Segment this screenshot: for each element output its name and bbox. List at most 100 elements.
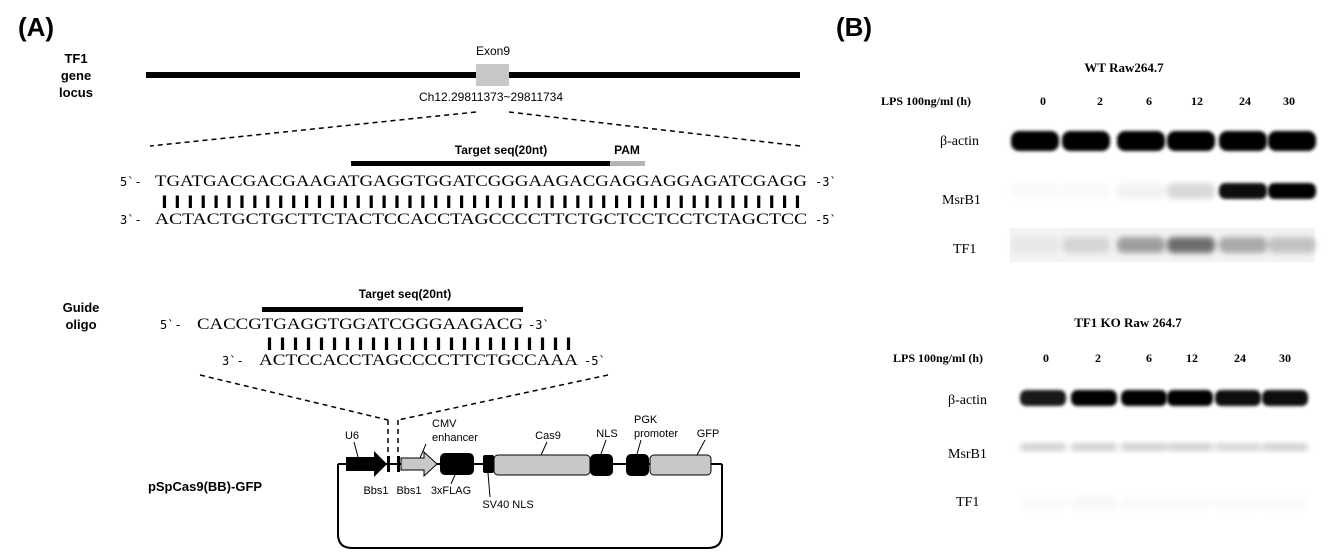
blot-band xyxy=(1167,131,1215,151)
insert-line-left xyxy=(199,374,389,421)
timepoint-label: 24 xyxy=(1234,351,1246,365)
insert-line-right xyxy=(397,374,609,421)
blot-wt: WT Raw264.7 LPS 100ng/ml (h) 0 2 6 12 24… xyxy=(881,60,1316,262)
zoom-line-right xyxy=(508,111,801,147)
blot-band xyxy=(1167,390,1213,406)
gene-locus: TF1 gene locus Exon9 Ch12.29811373~29811… xyxy=(59,44,801,147)
blot-band xyxy=(1011,131,1059,151)
timepoint-label: 12 xyxy=(1191,94,1203,108)
timepoint-label: 30 xyxy=(1283,94,1295,108)
top-strand-prefix: 5`- xyxy=(120,175,142,189)
cmv-label-2: enhancer xyxy=(432,432,478,444)
pam-bar xyxy=(610,161,645,166)
guide-target-label: Target seq(20nt) xyxy=(359,287,451,301)
blot-band xyxy=(1268,131,1316,151)
zoom-line-left xyxy=(149,111,477,147)
timepoint-label: 2 xyxy=(1095,351,1101,365)
row-label-tf1: TF1 xyxy=(956,495,979,510)
bottom-strand-seq: ACTACTGCTGCTTCTACTCCACCTAGCCCCTTCTGCTCCT… xyxy=(155,211,807,228)
blot-band xyxy=(1219,131,1267,151)
blot-band xyxy=(1167,443,1213,451)
plasmid-map: pSpCas9(BB)-GFP U6 Bbs1 Bbs1 CMV enhance… xyxy=(148,414,723,549)
sv40-label: SV40 NLS xyxy=(482,499,533,511)
blot-band xyxy=(1268,237,1316,253)
blot-band xyxy=(1117,131,1165,151)
dna-sequence: Target seq(20nt) PAM 5`- TGATGACGACGAAGA… xyxy=(120,143,837,228)
flag-leader xyxy=(450,474,456,485)
gfp-label: GFP xyxy=(697,428,720,440)
blot-band xyxy=(1167,497,1213,509)
cmv-label-1: CMV xyxy=(432,418,457,430)
locus-line xyxy=(146,72,800,78)
row-label-msrb1: MsrB1 xyxy=(948,447,987,462)
panel-b-label: (B) xyxy=(836,12,872,42)
locus-coords: Ch12.29811373~29811734 xyxy=(419,90,563,104)
cmv-enhancer-element xyxy=(400,450,438,478)
plasmid-backbone xyxy=(337,464,723,549)
gfp-element xyxy=(649,454,712,476)
blot-band xyxy=(1062,183,1110,199)
bbs1-label-b: Bbs1 xyxy=(396,485,421,497)
pam-label: PAM xyxy=(614,143,640,157)
sv40-leader xyxy=(487,472,491,498)
exon9-label: Exon9 xyxy=(476,44,510,58)
blot-band xyxy=(1117,183,1165,199)
blot-band xyxy=(1071,390,1117,406)
timepoint-label: 0 xyxy=(1043,351,1049,365)
blot-band xyxy=(1167,237,1215,253)
nls-leader xyxy=(600,439,607,455)
blot-band xyxy=(1020,390,1066,406)
lps-label: LPS 100ng/ml (h) xyxy=(893,351,983,365)
blot-band xyxy=(1062,237,1110,253)
guide-top-suffix: -3` xyxy=(528,318,550,332)
blot-band xyxy=(1262,443,1308,451)
blot-band xyxy=(1071,443,1117,451)
top-strand-seq: TGATGACGACGAAGATGAGGTGGATCGGGAAGACGAGGAG… xyxy=(155,173,808,190)
blot-title: WT Raw264.7 xyxy=(1084,60,1164,75)
guide-bottom-prefix: 3`- xyxy=(222,354,244,368)
pgk-label-2: promoter xyxy=(634,428,678,440)
guide-label-1: Guide xyxy=(63,300,100,315)
blot-title: TF1 KO Raw 264.7 xyxy=(1074,315,1182,330)
cmv-leader xyxy=(419,443,427,459)
blot-band xyxy=(1121,497,1167,509)
flag-label: 3xFLAG xyxy=(431,485,471,497)
plasmid-name: pSpCas9(BB)-GFP xyxy=(148,479,262,494)
cas9-label: Cas9 xyxy=(535,430,561,442)
guide-top-seq: CACCGTGAGGTGGATCGGGAAGACG xyxy=(197,316,524,333)
row-label-beta-actin: β-actin xyxy=(940,134,979,149)
guide-target-bar xyxy=(262,307,523,312)
bbs1-site-a xyxy=(387,456,390,472)
blot-band xyxy=(1215,443,1261,451)
blot-band xyxy=(1219,237,1267,253)
pgk-promoter-element xyxy=(626,454,649,476)
blot-band xyxy=(1262,497,1308,509)
timepoint-label: 6 xyxy=(1146,94,1152,108)
timepoint-label: 2 xyxy=(1097,94,1103,108)
locus-label-3: locus xyxy=(59,85,93,100)
blot-band xyxy=(1215,497,1261,509)
blot-band xyxy=(1121,390,1167,406)
sv40-nls-element xyxy=(483,455,494,473)
base-pair-bonds: ||||||||||||||||||||||||||||||||||||||||… xyxy=(158,194,804,209)
u6-element xyxy=(346,451,387,477)
blot-band xyxy=(1062,131,1110,151)
blot-band xyxy=(1121,443,1167,451)
target-bar xyxy=(351,161,610,166)
u6-label: U6 xyxy=(345,430,359,442)
row-label-msrb1: MsrB1 xyxy=(942,193,981,208)
panel-a-label: (A) xyxy=(18,12,54,42)
gfp-leader xyxy=(696,439,706,456)
bbs1-site-b xyxy=(397,456,400,472)
top-strand-suffix: -3` xyxy=(815,175,837,189)
blot-band xyxy=(1011,183,1059,199)
blot-band xyxy=(1011,237,1059,253)
pgk-label-1: PGK xyxy=(634,414,658,426)
blot-band xyxy=(1071,497,1117,509)
blot-band xyxy=(1117,237,1165,253)
timepoint-label: 6 xyxy=(1146,351,1152,365)
blot-band xyxy=(1262,390,1308,406)
pgk-leader xyxy=(636,439,642,455)
timepoint-label: 0 xyxy=(1040,94,1046,108)
